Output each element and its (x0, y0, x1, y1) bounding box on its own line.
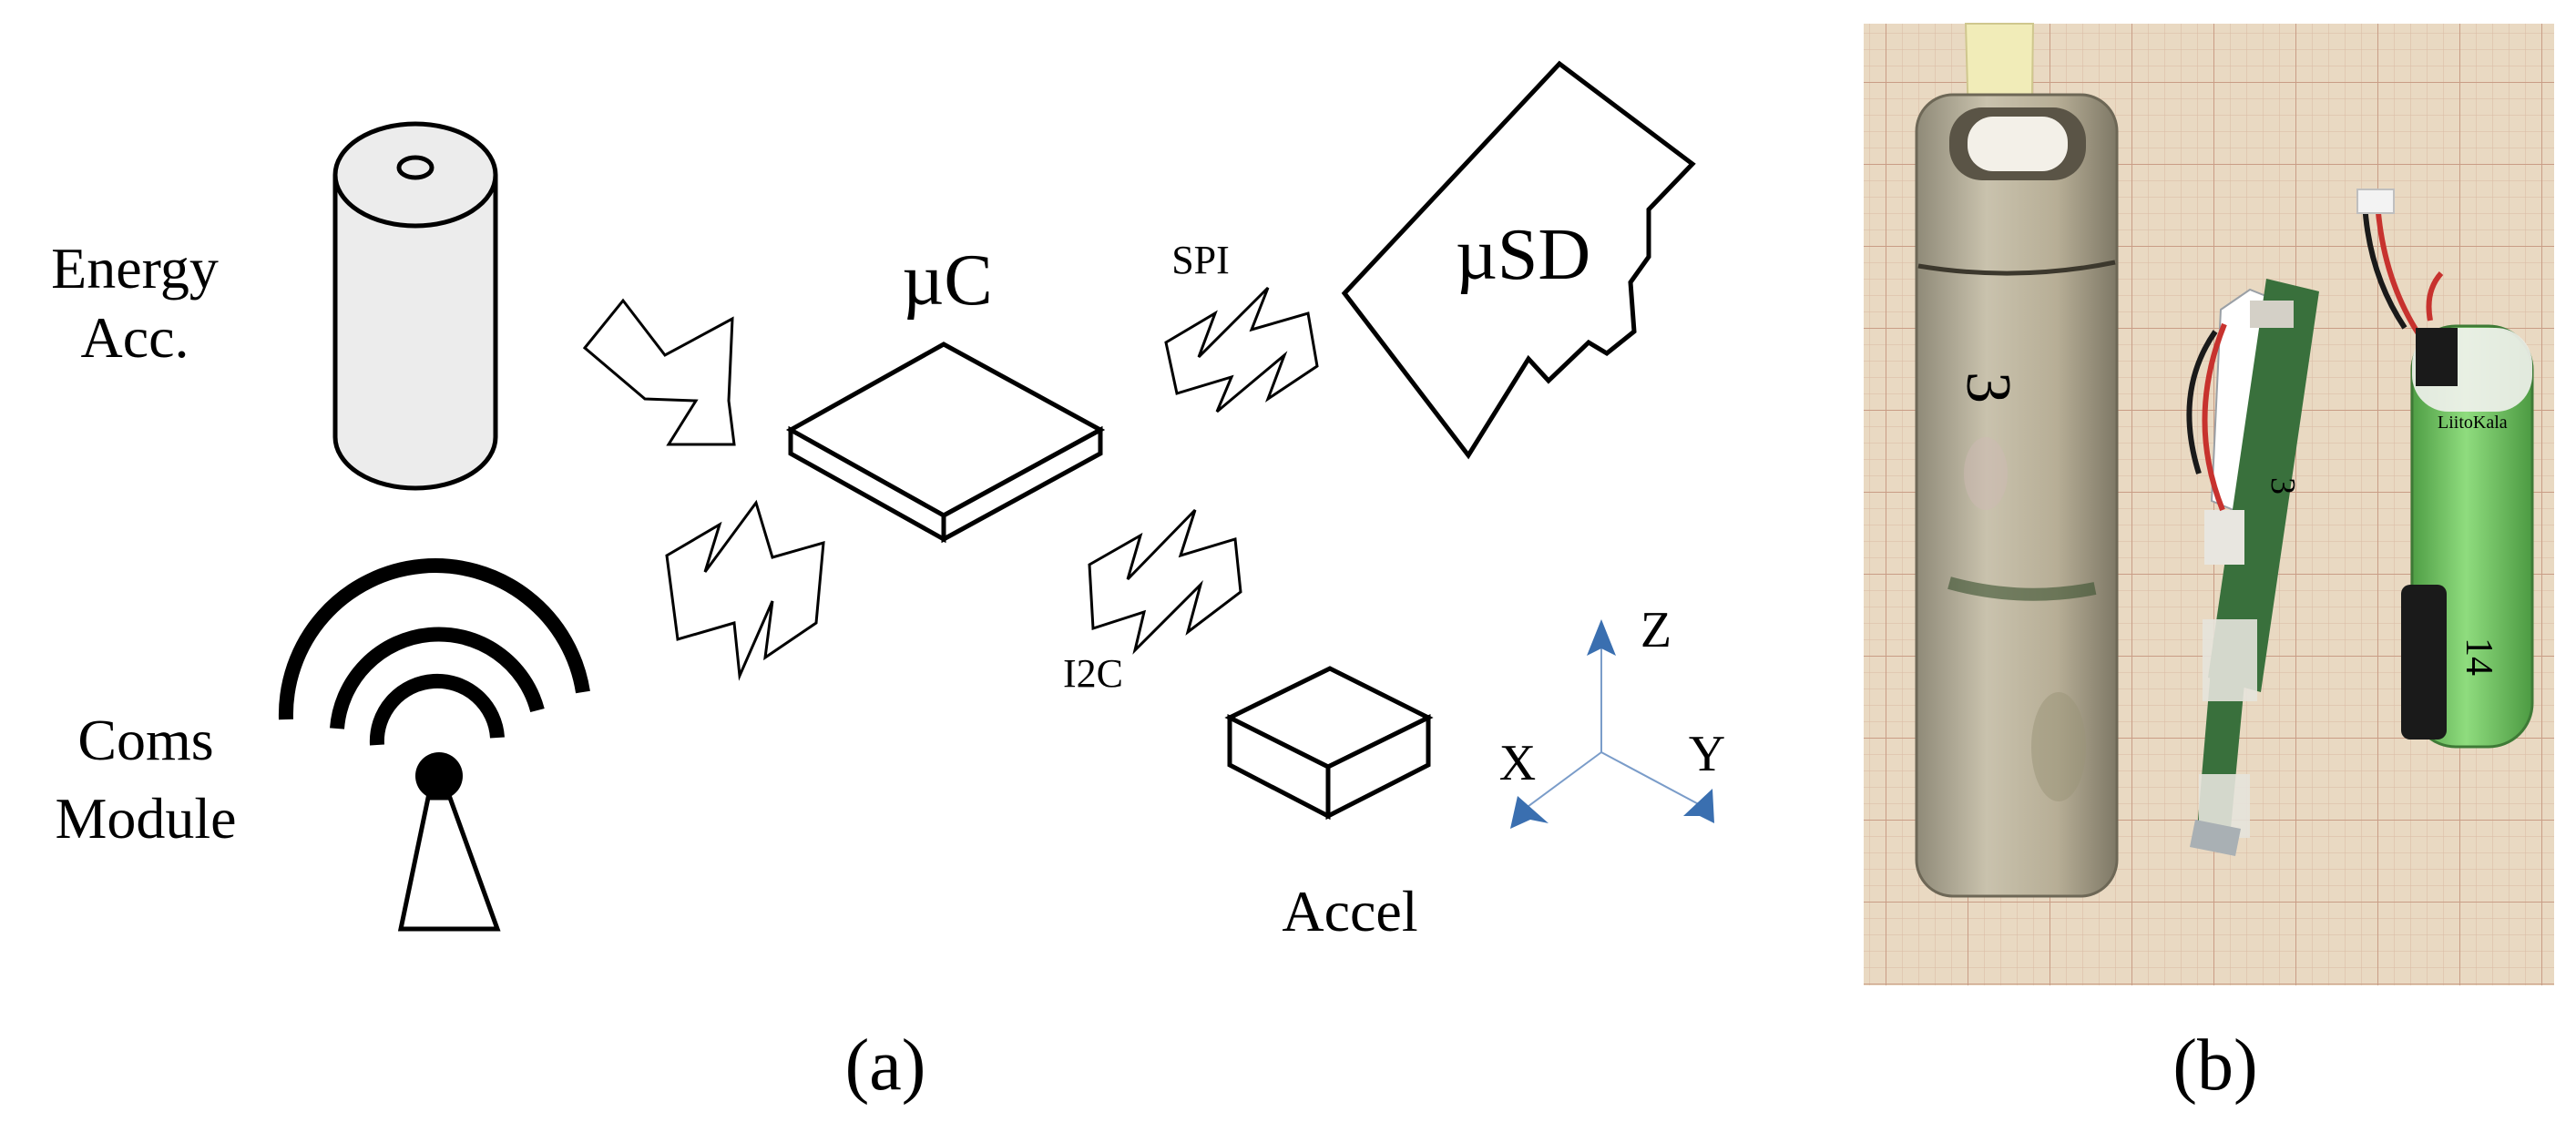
energy-label-line2: Acc. (80, 305, 189, 370)
axis-x-label: X (1499, 735, 1536, 791)
z-arrowhead (1587, 619, 1616, 656)
caption-a: (a) (845, 1025, 926, 1106)
logger-housing: 3 (1915, 93, 2119, 898)
accel-label: Accel (1282, 879, 1417, 944)
sd-card-icon (1341, 60, 1696, 460)
battery-cell: LiitoKala 14 (2356, 189, 2534, 749)
spi-label: SPI (1171, 238, 1230, 282)
axes-icon (1510, 619, 1714, 829)
battery-cylinder-icon (332, 121, 498, 491)
energy-to-uc-arrow-icon (582, 298, 736, 446)
antenna-mast-icon (397, 752, 501, 932)
i2c-label: I2C (1063, 651, 1123, 696)
axis-y-label: Y (1689, 726, 1725, 782)
housing-number: 3 (1953, 372, 2023, 403)
spi-double-arrow-icon (1164, 286, 1319, 413)
coms-label-line2: Module (55, 786, 236, 851)
photo: 3 3 L (1864, 23, 2554, 985)
axis-z-label: Z (1641, 602, 1671, 658)
panel-b: 3 3 L (1864, 23, 2554, 1106)
battery-brand: LiitoKala (2438, 413, 2508, 433)
panel-a: Energy Acc. µC SPI µSD (51, 60, 1725, 1106)
y-arrowhead (1683, 789, 1714, 823)
usd-label: µSD (1456, 215, 1590, 295)
x-arrowhead (1510, 796, 1549, 829)
electronics-board: 3 (2186, 279, 2319, 856)
coms-label-line1: Coms (77, 708, 213, 772)
chip-icon (785, 342, 1106, 544)
sensor-icon (1224, 666, 1434, 821)
battery-label: 14 (2458, 638, 2499, 676)
antenna-icon (278, 558, 590, 746)
uc-coms-double-arrow-icon (665, 499, 825, 681)
caption-b: (b) (2172, 1025, 2257, 1106)
uc-label: µC (902, 240, 992, 321)
energy-label-line1: Energy (51, 236, 219, 301)
i2c-double-arrow-icon (1088, 508, 1242, 655)
board-label: 3 (2264, 477, 2302, 495)
